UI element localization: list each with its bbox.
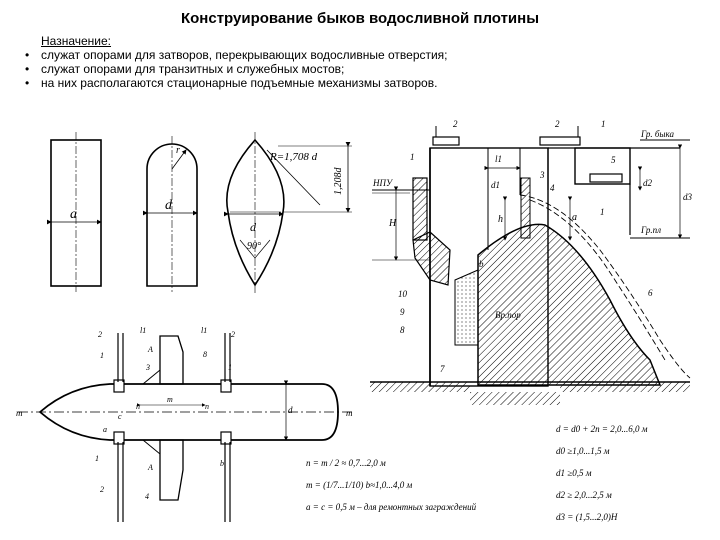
label-npu: НПУ [372, 178, 393, 188]
label-r: r [176, 145, 180, 156]
formula-d2: d2 ≥ 2,0...2,5 м [556, 490, 612, 500]
label-d: d [165, 198, 173, 213]
label-m-left: m [16, 408, 23, 418]
formulas-right: d = d0 + 2n = 2,0...6,0 м d0 ≥1,0...1,5 … [556, 418, 647, 528]
formula-d0: d0 ≥1,0...1,5 м [556, 446, 610, 456]
formula-d1: d1 ≥0,5 м [556, 468, 592, 478]
label-num1-top-right: 1 [228, 363, 232, 372]
purpose-item: служат опорами для транзитных и служебны… [24, 62, 448, 76]
label-sec-num2a: 2 [453, 119, 458, 129]
formula-n: n = m / 2 ≈ 0,7...2,0 м [306, 458, 386, 468]
label-num8: 8 [203, 350, 207, 359]
label-a-plan: a [103, 425, 107, 434]
formula-a-c: a = c = 0,5 м – для ремонтных заграждени… [306, 502, 477, 512]
label-A-bottom: A [147, 463, 153, 472]
label-plan-n2: n [205, 402, 209, 411]
label-radius-height: 1,208d [333, 167, 344, 196]
formula-d3: d3 = (1,5...2,0)H [556, 512, 618, 522]
label-l1-right: l1 [201, 326, 207, 335]
label-vr-por: Вр.пор [495, 310, 521, 320]
spillway-section: НПУ Гр. быка Гр.пл Вр.пор H h a l1 d1 d2… [370, 119, 693, 405]
label-a-section: a [572, 212, 577, 223]
formula-m: m = (1/7...1/10) b≈1,0...4,0 м [306, 480, 413, 490]
label-sec-num5: 5 [611, 155, 616, 165]
formula-d: d = d0 + 2n = 2,0...6,0 м [556, 424, 648, 434]
pier-shape-rectangular: a [47, 132, 102, 292]
label-a: a [70, 207, 77, 222]
label-sec-num8: 8 [400, 325, 405, 335]
page-title: Конструирование быков водосливной плотин… [180, 10, 540, 27]
label-sec-num1b: 1 [410, 152, 415, 162]
pier-shape-lancet: R=1,708 d 1,208d d 90° [224, 132, 352, 293]
label-sec-num1a: 1 [601, 119, 606, 129]
label-sec-num10: 10 [398, 289, 408, 299]
label-sec-b: b [479, 259, 484, 269]
pier-plan-view: m m d m n n 2 1 2 1 l1 l1 8 [16, 326, 353, 522]
label-plan-n1: n [136, 402, 140, 411]
label-sec-num9: 9 [400, 307, 405, 317]
purpose-item: служат опорами для затворов, перекрывающ… [24, 48, 448, 62]
label-d2: d2 [643, 178, 653, 188]
label-d1: d1 [491, 180, 500, 190]
label-c: c [118, 412, 122, 421]
purpose-item: на них располагаются стационарные подъем… [24, 76, 448, 90]
label-sec-num6: 6 [648, 288, 653, 298]
label-d-lancet: d [250, 220, 257, 234]
label-num4: 4 [145, 492, 149, 501]
label-h: h [498, 214, 503, 225]
label-gr-byka: Гр. быка [640, 129, 674, 139]
label-H: H [388, 218, 397, 229]
label-l1-section: l1 [495, 154, 502, 164]
label-gr-pl: Гр.пл [640, 225, 661, 235]
purpose-heading: Назначение: [41, 34, 112, 48]
label-sec-num1c: 1 [600, 207, 605, 217]
label-m-right: m [346, 408, 353, 418]
label-sec-num3: 3 [539, 170, 545, 180]
label-num1-bottom: 1 [95, 454, 99, 463]
label-d3: d3 [683, 192, 693, 202]
label-b: b [220, 459, 224, 468]
label-num2-top-right: 2 [231, 330, 235, 339]
label-sec-num7: 7 [440, 364, 445, 374]
purpose-list: служат опорами для затворов, перекрывающ… [24, 48, 448, 90]
label-num3: 3 [145, 363, 150, 372]
label-radius: R=1,708 d [269, 151, 318, 163]
label-sec-num4: 4 [550, 183, 555, 193]
pier-shape-semicircular: r d [143, 136, 198, 292]
label-sec-num2b: 2 [555, 119, 560, 129]
label-angle: 90° [247, 241, 261, 252]
label-num2-top: 2 [98, 330, 102, 339]
label-num1-top: 1 [100, 351, 104, 360]
label-A-top: A [147, 345, 153, 354]
purpose-text: Назначение: служат опорами для затворов,… [24, 34, 448, 90]
label-plan-d: d [288, 405, 293, 415]
label-plan-m: m [167, 395, 173, 404]
label-num2-bottom: 2 [100, 485, 104, 494]
formulas-left: n = m / 2 ≈ 0,7...2,0 м m = (1/7...1/10)… [306, 452, 476, 518]
label-l1: l1 [140, 326, 146, 335]
